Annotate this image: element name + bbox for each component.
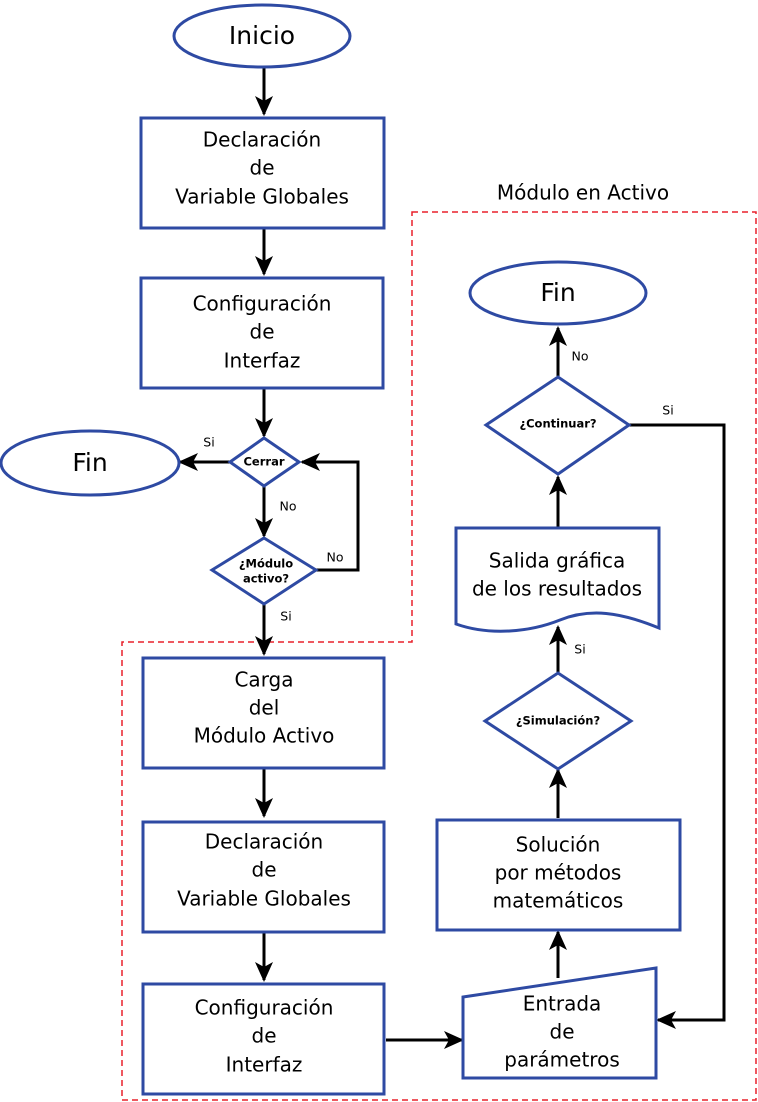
arrowhead: [178, 453, 198, 471]
node-text-line: de: [250, 156, 275, 180]
arrowhead: [444, 1031, 464, 1049]
end-node-right: Fin: [468, 260, 648, 326]
arrowhead: [255, 96, 273, 116]
arrowhead: [549, 475, 567, 495]
edge-label-cerrar-si: Si: [203, 435, 214, 450]
node-text-line: de: [550, 1020, 575, 1044]
arrowhead: [549, 625, 567, 645]
arrowhead: [255, 518, 273, 538]
arrowhead: [255, 636, 273, 656]
node-text-line: Configuración: [193, 292, 332, 316]
node-text-line: por métodos: [495, 861, 622, 885]
interface-config-node-2: Configuración de Interfaz: [141, 982, 386, 1096]
graphic-output-node: Salida gráfica de los resultados: [454, 526, 661, 633]
simulation-decision: ¿Simulación?: [482, 671, 634, 771]
continue-decision: ¿Continuar?: [483, 375, 632, 476]
node-text-line: Módulo Activo: [194, 724, 335, 748]
node-text-line: Configuración: [195, 996, 334, 1020]
arrow-continuar-si-loop: [628, 423, 726, 1022]
node-text-line: de: [252, 1024, 277, 1048]
arrowhead: [656, 1011, 676, 1029]
decision-label: Cerrar: [243, 455, 284, 469]
edge-label-continuar-no: No: [572, 349, 589, 364]
end-label: Fin: [540, 278, 575, 307]
node-text-line: Salida gráfica: [489, 549, 625, 573]
start-label: Inicio: [229, 21, 295, 50]
arrowhead: [549, 768, 567, 788]
load-module-node: Carga del Módulo Activo: [141, 656, 386, 770]
edge-label-simulacion-si: Si: [574, 642, 585, 657]
decision-label-line: activo?: [243, 572, 289, 586]
node-text-line: Interfaz: [226, 1053, 303, 1077]
node-text-line: matemáticos: [493, 889, 624, 913]
node-text-line: Carga: [234, 668, 293, 692]
node-text-line: del: [249, 696, 280, 720]
node-text-line: Solución: [516, 833, 601, 857]
close-decision: Cerrar: [227, 436, 302, 488]
edge-label-continuar-si: Si: [662, 403, 673, 418]
node-text-line: Variable Globales: [175, 185, 349, 209]
edge-label-modulo-si: Si: [280, 609, 291, 624]
decision-label-line: ¿Módulo: [239, 557, 293, 571]
arrowhead: [549, 930, 567, 950]
arrowhead: [255, 798, 273, 818]
region-label: Módulo en Activo: [497, 181, 669, 205]
connectors: [178, 68, 726, 1049]
node-text-line: de: [250, 320, 275, 344]
node-text-line: de: [252, 858, 277, 882]
declaration-node-2: Declaración de Variable Globales: [141, 820, 386, 934]
start-node: Inicio: [172, 3, 352, 69]
arrowhead: [549, 326, 567, 346]
active-module-region: [121, 211, 757, 1101]
node-text-line: parámetros: [504, 1048, 620, 1072]
arrowhead: [255, 418, 273, 438]
node-text-line: Entrada: [523, 992, 602, 1016]
declaration-node: Declaración de Variable Globales: [139, 116, 386, 230]
end-label: Fin: [72, 448, 107, 477]
node-text-line: de los resultados: [472, 577, 642, 601]
active-module-decision: ¿Módulo activo?: [209, 536, 319, 606]
arrow-modulo-no-loop: [302, 460, 360, 572]
decision-label: ¿Continuar?: [519, 417, 596, 431]
decision-label: ¿Simulación?: [516, 714, 600, 728]
arrowhead: [300, 453, 320, 471]
parameter-input-node: Entrada de parámetros: [461, 966, 658, 1080]
edge-label-cerrar-no: No: [280, 499, 297, 514]
node-text-line: Declaración: [205, 830, 323, 854]
edge-label-modulo-no: No: [327, 550, 344, 565]
node-text-line: Declaración: [203, 128, 321, 152]
arrowhead: [255, 962, 273, 982]
arrowhead: [255, 256, 273, 276]
interface-config-node: Configuración de Interfaz: [139, 276, 385, 390]
math-solution-node: Solución por métodos matemáticos: [435, 818, 682, 932]
node-text-line: Interfaz: [224, 349, 301, 373]
end-node-left: Fin: [0, 429, 181, 497]
node-text-line: Variable Globales: [177, 887, 351, 911]
